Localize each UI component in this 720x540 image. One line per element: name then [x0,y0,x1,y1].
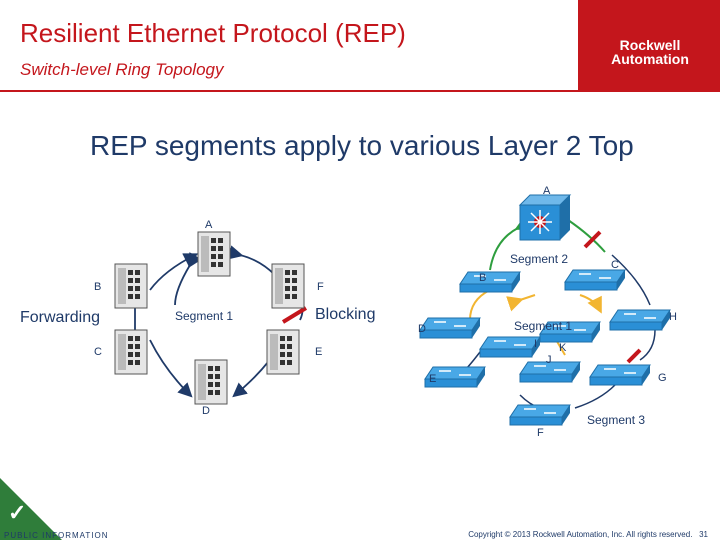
right-segment1-label: Segment 1 [514,319,572,333]
slide-subtitle: Switch-level Ring Topology [20,60,224,79]
link-a-b [174,252,202,306]
right-label-c: C [611,259,619,271]
switch-g-icon [589,364,651,386]
right-label-h: H [669,311,677,323]
blocking-marker-segment2 [583,230,602,249]
slide-headline: REP segments apply to various Layer 2 To… [90,130,634,161]
switch-c-icon [114,329,148,375]
right-label-j: J [546,354,552,366]
blocking-marker-left [281,306,308,324]
left-label-a: A [205,219,213,231]
switch-d-icon [419,317,481,339]
left-label-c: C [94,346,102,358]
right-ring: A B C D E F G H I J K Segment 1 Segment … [418,185,677,439]
right-segment3-label: Segment 3 [587,413,645,427]
left-label-d: D [202,405,210,417]
page-number: 31 [699,530,708,539]
link-b-a-arrow [149,253,199,291]
right-segment2-label: Segment 2 [510,252,568,266]
link-h-g [639,329,656,361]
switch-e-icon [266,329,300,375]
right-label-b: B [479,272,486,284]
checkmark-icon: ✓ [8,500,27,525]
header-bar: Resilient Ethernet Protocol (REP) Switch… [0,0,720,92]
switch-i-icon [479,336,541,358]
logo-line-1: Rockwell [619,37,681,53]
public-badge-triangle [0,478,62,540]
link-c-d [149,339,193,398]
footer-copyright: Copyright © 2013 Rockwell Automation, In… [468,530,708,539]
logo-line-2: Automation [611,51,689,67]
link-a-f [227,245,276,276]
switch-a-icon [197,231,231,277]
right-label-i: I [534,338,537,350]
switch-h-icon [609,309,671,331]
slide-title: Resilient Ethernet Protocol (REP) [20,18,406,48]
segment1-link-right [579,294,602,314]
segment1-link-left [469,277,505,321]
right-label-g: G [658,372,667,384]
header-title-panel: Resilient Ethernet Protocol (REP) Switch… [0,0,578,90]
right-label-f: F [537,427,544,439]
left-ring: A B C D E F Forwarding Blocking Segment … [20,219,375,417]
left-label-e: E [315,346,322,358]
rockwell-logo: Rockwell Automation [595,38,705,66]
right-label-a: A [543,185,551,197]
link-c-h [611,254,651,306]
switch-f-icon [271,263,305,309]
classification-label: PUBLIC INFORMATION [4,531,109,540]
blocking-label: Blocking [315,306,375,323]
left-segment-label: Segment 1 [175,309,233,323]
blocking-marker-segment3 [626,348,642,364]
segment2-link-left [489,215,533,271]
switch-c-icon [564,269,626,291]
switch-d-icon [194,359,228,405]
switch-b-icon [114,263,148,309]
segment1-link-mid [506,294,536,312]
copyright-text: Copyright © 2013 Rockwell Automation, In… [468,530,693,539]
right-label-e: E [429,373,436,385]
switch-f-icon [509,404,571,426]
core-switch-a-icon [518,194,572,241]
link-f-g [574,384,616,409]
forwarding-label: Forwarding [20,309,100,326]
segment2-link-right [553,206,606,253]
switch-b-icon [459,271,521,293]
left-label-f: F [317,281,324,293]
right-label-k: K [559,342,567,354]
right-label-d: D [418,323,426,335]
left-label-b: B [94,281,101,293]
